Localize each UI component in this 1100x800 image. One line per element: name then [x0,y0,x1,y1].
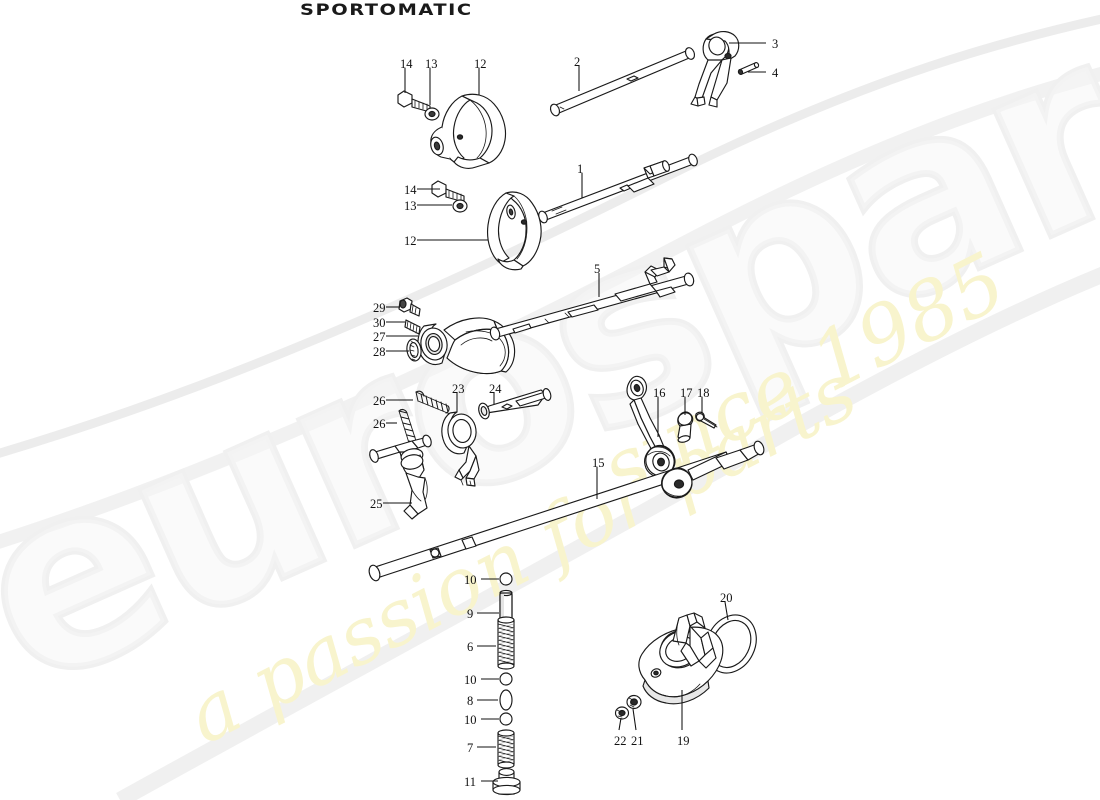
callout-number-24: 24 [489,382,502,396]
callout-number-26: 26 [373,394,386,408]
callout-number-13: 13 [425,57,438,71]
callout-number-28: 28 [373,345,386,359]
callout-number-10: 10 [464,573,477,587]
callout-number-6: 6 [467,640,474,654]
callout-number-13: 13 [404,199,417,213]
callout-number-18: 18 [697,386,710,400]
callout-number-19: 19 [677,734,690,748]
callout-number-21: 21 [631,734,644,748]
callout-number-16: 16 [653,386,666,400]
callout-number-29: 29 [373,301,386,315]
callout-number-23: 23 [452,382,465,396]
callout-number-5: 5 [594,262,601,276]
callout-number-10: 10 [464,673,477,687]
callout-number-26: 26 [373,417,386,431]
callout-number-14: 14 [404,183,417,197]
callout-number-3: 3 [772,37,779,51]
callout-number-27: 27 [373,330,386,344]
callout-number-4: 4 [772,66,779,80]
callout-number-11: 11 [464,775,477,789]
callout-number-2: 2 [574,55,581,69]
callout-number-15: 15 [592,456,605,470]
callout-number-30: 30 [373,316,386,330]
callout-number-1: 1 [577,162,584,176]
callout-number-7: 7 [467,741,474,755]
callout-number-12: 12 [474,57,487,71]
callout-number-9: 9 [467,607,474,621]
callout-number-10: 10 [464,713,477,727]
callout-number-22: 22 [614,734,627,748]
callout-number-8: 8 [467,694,474,708]
callout-number-20: 20 [720,591,733,605]
callout-number-14: 14 [400,57,413,71]
callout-number-12: 12 [404,234,417,248]
callout-number-25: 25 [370,497,383,511]
callout-number-17: 17 [680,386,693,400]
